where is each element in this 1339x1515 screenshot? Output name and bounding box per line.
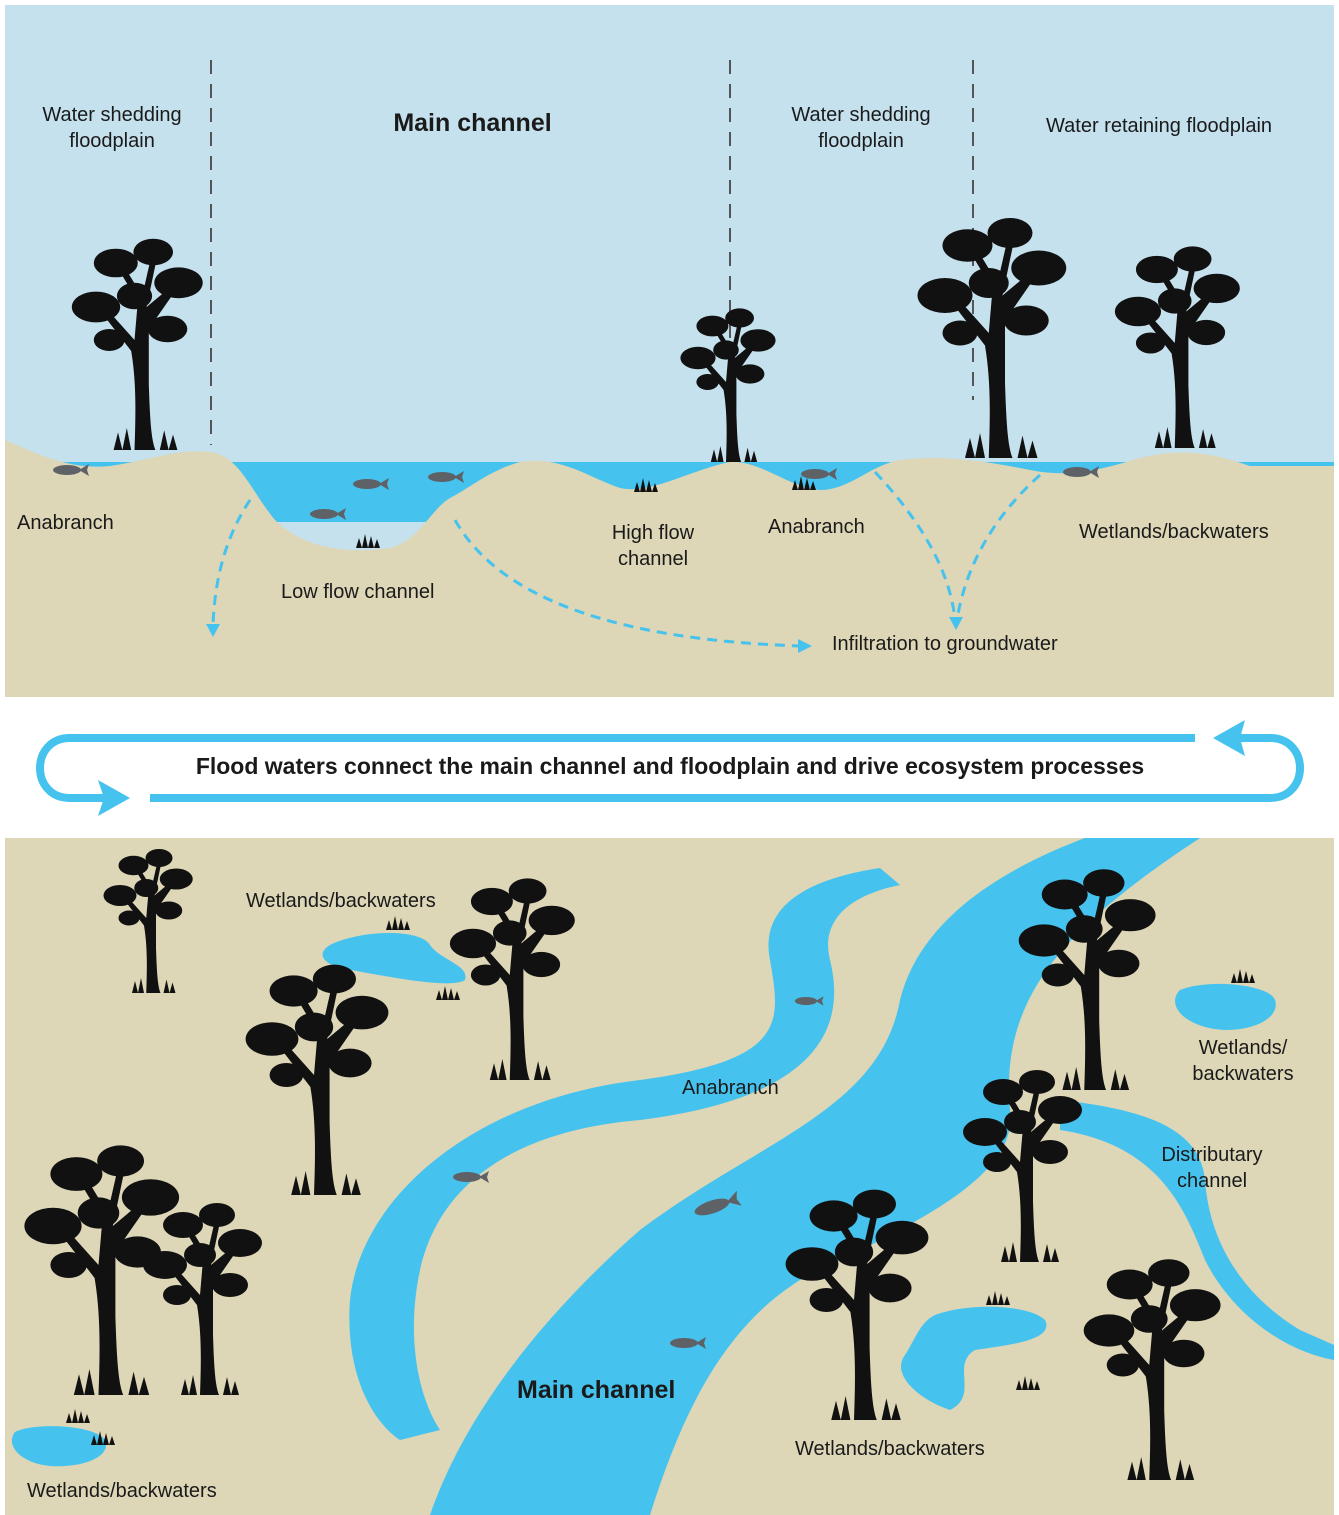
distributary-water [1060,1100,1334,1360]
zone-label-water-retaining: Water retaining floodplain [1046,115,1273,137]
feature-label-anabranch-left: Anabranch [17,512,114,534]
feature-label-infiltration: Infiltration to groundwater [832,633,1058,655]
infiltration-arrows [211,470,1042,648]
banner-text: Flood waters connect the main channel an… [195,753,1145,779]
feature-label-high-flow-channel: High flow channel [611,522,695,570]
zone-label-water-shedding-right: Water shedding floodplain [791,104,931,152]
plan-label-wetlands-bottom-left: Wetlands/backwaters [27,1480,217,1502]
main-channel-water [430,838,1200,1515]
plan-label-wetlands-right: Wetlands/ backwaters [1192,1037,1294,1085]
feature-label-wetlands: Wetlands/backwaters [1079,521,1269,543]
anabranch-water [349,868,900,1440]
feature-label-anabranch-right: Anabranch [768,516,865,538]
ground-profile [5,440,1334,697]
wetland-pond [1175,983,1276,1030]
wetland-pond [11,1426,106,1467]
plan-label-anabranch: Anabranch [682,1077,779,1099]
plan-label-wetlands-top: Wetlands/backwaters [246,890,436,912]
wetland-pond [901,1306,1047,1410]
plan-label-wetlands-bottom-center: Wetlands/backwaters [795,1438,985,1460]
zone-label-water-shedding-left: Water shedding floodplain [42,104,182,152]
plan-label-distributary: Distributary channel [1161,1144,1263,1192]
zone-label-main-channel: Main channel [393,109,552,137]
plan-label-main-channel: Main channel [517,1376,676,1404]
cycle-arrow-icon [36,720,1304,816]
feature-label-low-flow-channel: Low flow channel [281,581,435,603]
wetland-pond [322,932,466,984]
